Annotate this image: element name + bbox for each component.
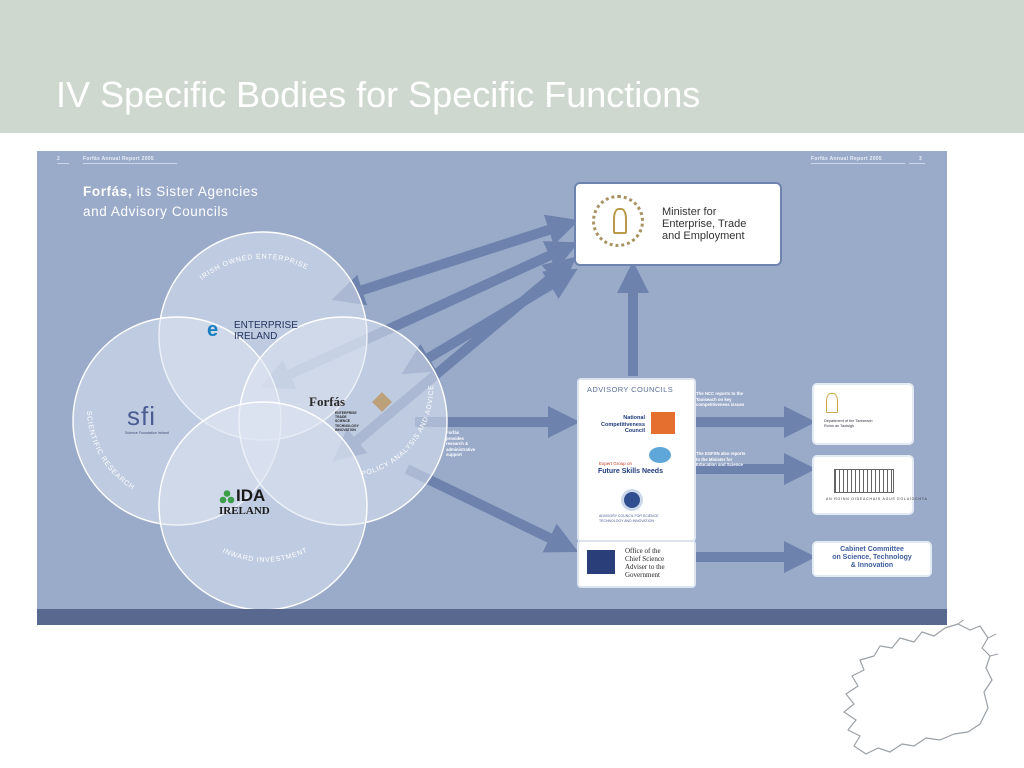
- minister-title: Minister for Enterprise, Trade and Emplo…: [662, 206, 746, 242]
- education-department-name: AN ROINN OIDEACHAIS AGUS EOLAÍOCHTA: [826, 497, 928, 501]
- harp-emblem-icon: [587, 550, 615, 574]
- ireland-map-icon: [843, 620, 999, 755]
- taoiseach-department-name: Department of the Taoiseach Roinn an Tao…: [824, 419, 872, 428]
- report-spread-panel: 2 Forfás Annual Report 2005 Forfás Annua…: [37, 151, 947, 625]
- dtaoi-line: Roinn an Taoisigh: [824, 423, 855, 428]
- egfsn-prefix: Expert Group on: [599, 461, 633, 466]
- minister-line: Enterprise, Trade: [662, 218, 747, 230]
- right-page-number: 3: [919, 156, 923, 162]
- cabinet-committee-box: Cabinet Committee on Science, Technology…: [812, 541, 932, 577]
- note-line: provides: [446, 435, 464, 441]
- header-rule: [811, 163, 905, 164]
- egfsn-logo-icon: [649, 447, 671, 463]
- csa-line: Office of the: [625, 547, 661, 555]
- note-line: The EGFSN also reports: [696, 451, 746, 456]
- stc-line: ADVISORY COUNCIL FOR SCIENCE: [599, 514, 659, 518]
- ida-shamrock-icon: [219, 490, 235, 504]
- csa-line: Chief Science: [625, 555, 665, 563]
- harp-icon: [826, 393, 838, 413]
- enterprise-ireland-icon: e: [207, 319, 219, 341]
- advisory-councils-title: ADVISORY COUNCILS: [587, 385, 674, 394]
- cabinet-line: & Innovation: [850, 562, 894, 569]
- forfas-name: Forfás: [309, 394, 346, 409]
- stc-logo-icon: [621, 489, 643, 511]
- egfsn-reporting-note: The EGFSN also reports to the Minister f…: [696, 451, 745, 468]
- diagram-title-line2: and Advisory Councils: [83, 204, 229, 219]
- title-bar: [0, 0, 1024, 133]
- forfas-remit-item: TECHNOLOGY: [335, 423, 359, 428]
- forfas-support-note: Forfás provides research & administrativ…: [446, 430, 475, 458]
- diagram-title-bold: Forfás,: [83, 184, 133, 199]
- forfas-remit-item: TRADE: [335, 415, 347, 420]
- csa-line: Adviser to the: [625, 563, 665, 571]
- diagram-title-rest: its Sister Agencies: [132, 184, 259, 199]
- sfi-subtitle: Science Foundation Ireland: [125, 431, 169, 435]
- note-line: The NCC reports to the: [696, 391, 744, 396]
- left-report-header: Forfás Annual Report 2005: [83, 156, 154, 162]
- diagram-graphics: IRISH OWNED ENTERPRISE SCIENTIFIC RESEAR…: [72, 214, 817, 611]
- note-line: administrative: [446, 446, 476, 452]
- cabinet-committee-name: Cabinet Committee on Science, Technology…: [818, 546, 926, 570]
- header-rule: [909, 163, 925, 164]
- note-line: Taoiseach on key: [696, 396, 732, 402]
- taoiseach-department-box: Department of the Taoiseach Roinn an Tao…: [812, 383, 914, 445]
- header-rule: [83, 163, 177, 164]
- sfi-name: sfi: [127, 401, 156, 431]
- csa-line: Government: [625, 571, 660, 579]
- chief-science-adviser-title: Office of the Chief Science Adviser to t…: [625, 547, 665, 579]
- slide-title: IV Specific Bodies for Specific Function…: [56, 74, 701, 115]
- ida-sub: IRELAND: [219, 505, 270, 517]
- panel-bottom-stripe: [37, 609, 947, 625]
- note-line: support: [446, 452, 462, 458]
- building-icon: [834, 469, 894, 493]
- harp-seal-icon: [592, 195, 644, 247]
- minister-box: Minister for Enterprise, Trade and Emplo…: [574, 182, 782, 266]
- note-line: to the Minister for: [696, 456, 733, 462]
- cabinet-line: Cabinet Committee: [840, 546, 904, 553]
- forfas-remit-item: INNOVATION: [335, 427, 356, 432]
- chief-science-adviser-box: Office of the Chief Science Adviser to t…: [577, 540, 696, 588]
- dtaoi-line: Department of the Taoiseach: [824, 419, 873, 423]
- minister-line: and Employment: [662, 230, 745, 242]
- minister-line: Minister for: [662, 206, 717, 218]
- enterprise-ireland-name: ENTERPRISE IRELAND: [234, 320, 298, 342]
- right-report-header: Forfás Annual Report 2005: [811, 156, 882, 162]
- diagram-title: Forfás, its Sister Agencies and Advisory…: [83, 182, 258, 222]
- enterprise-ireland-line1: ENTERPRISE: [234, 320, 298, 331]
- header-rule: [57, 163, 69, 164]
- arrow-forfas-csa: [404, 464, 579, 553]
- note-line: Forfás: [446, 430, 460, 435]
- note-line: Education and Science: [696, 462, 744, 468]
- enterprise-ireland-line2: IRELAND: [234, 331, 278, 342]
- cabinet-line: on Science, Technology: [832, 554, 912, 561]
- forfas-remit-list: ENTERPRISE TRADE SCIENCE TECHNOLOGY INNO…: [335, 411, 359, 432]
- ncc-reporting-note: The NCC reports to the Taoiseach on key …: [696, 391, 744, 408]
- forfas-remit-item: ENTERPRISE: [335, 411, 357, 415]
- egfsn-name: Future Skills Needs: [598, 468, 663, 475]
- note-line: research &: [446, 441, 469, 447]
- stc-line: TECHNOLOGY AND INNOVATION: [599, 518, 654, 523]
- ida-name: IDA: [236, 486, 266, 505]
- note-line: competitiveness issues: [696, 402, 745, 408]
- ncc-logo-icon: [651, 412, 675, 434]
- ncc-name: National Competitiveness Council: [600, 415, 645, 434]
- forfas-remit-item: SCIENCE: [335, 419, 351, 424]
- stc-name: ADVISORY COUNCIL FOR SCIENCE TECHNOLOGY …: [599, 514, 658, 523]
- left-page-number: 2: [57, 156, 61, 162]
- advisory-councils-box: ADVISORY COUNCILS National Competitivene…: [577, 378, 696, 542]
- education-department-box: AN ROINN OIDEACHAIS AGUS EOLAÍOCHTA: [812, 455, 927, 515]
